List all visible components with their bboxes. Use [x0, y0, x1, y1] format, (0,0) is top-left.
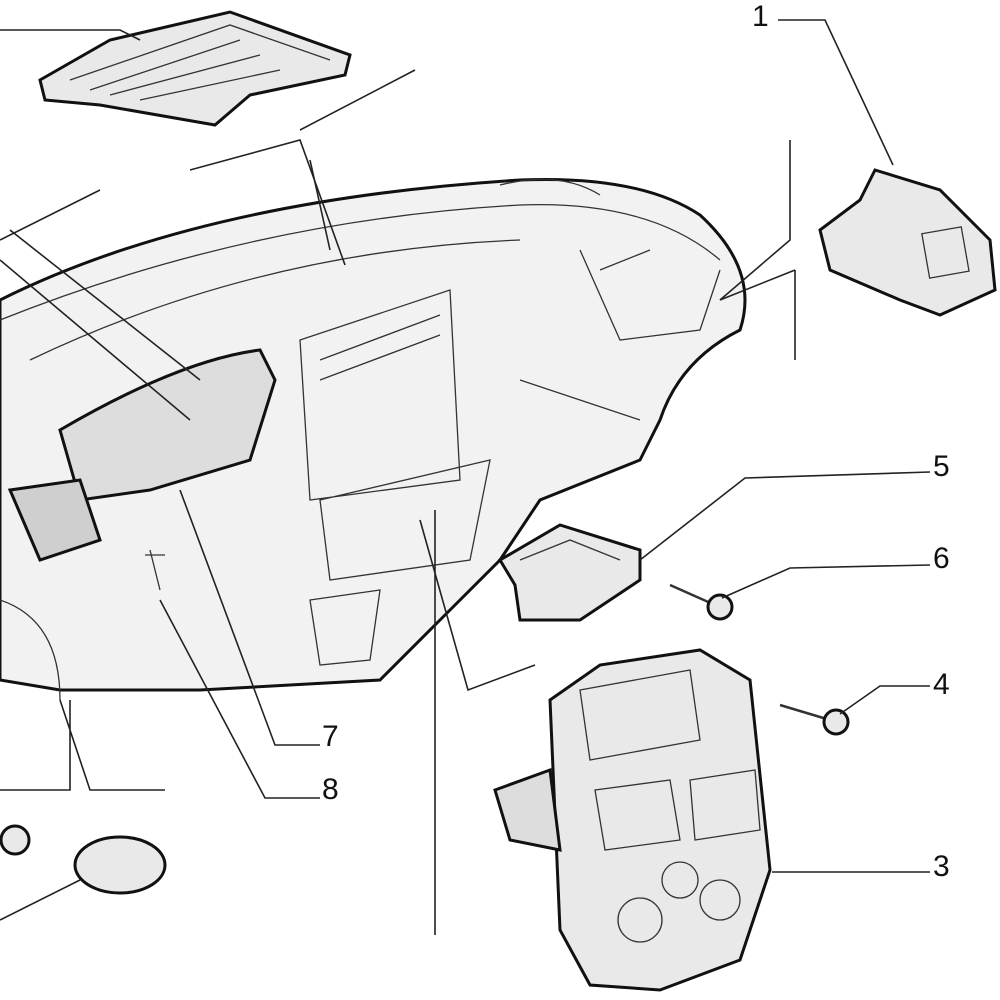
part-1-side-vent	[818, 168, 997, 317]
callout-5: 5	[933, 450, 950, 483]
top-grille-panel	[38, 10, 352, 127]
part-3-center-console	[493, 648, 772, 992]
small-clip-parts	[0, 824, 167, 895]
dashboard	[0, 177, 747, 701]
callout-3: 3	[933, 850, 950, 883]
part-5-vent	[497, 523, 642, 622]
callout-1: 1	[752, 0, 769, 33]
part-4-screw	[779, 703, 850, 736]
callout-8: 8	[322, 773, 339, 806]
part-6-screw	[669, 583, 734, 621]
callout-6: 6	[933, 542, 950, 575]
leader-lines	[0, 19, 931, 935]
callout-4: 4	[933, 668, 950, 701]
callout-7: 7	[322, 720, 339, 753]
